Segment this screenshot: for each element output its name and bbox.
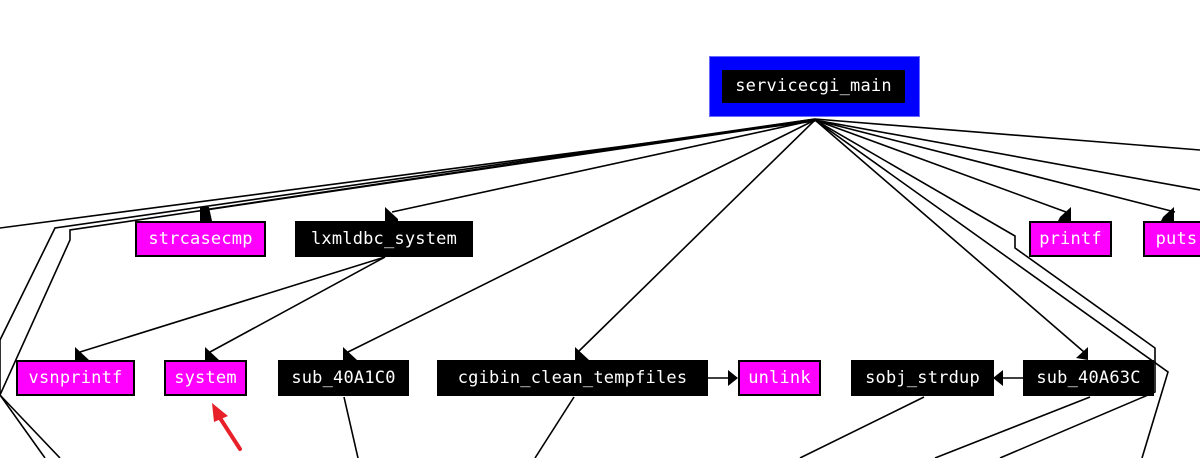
node-printf[interactable]: printf xyxy=(1029,221,1112,257)
node-cgibin_clean_tempfiles[interactable]: cgibin_clean_tempfiles xyxy=(437,360,708,396)
arrowhead-unlink xyxy=(728,370,738,386)
node-label: servicecgi_main xyxy=(735,76,892,96)
node-label: system xyxy=(174,367,237,388)
node-vsnprintf[interactable]: vsnprintf xyxy=(16,360,135,396)
arrowheads-layer xyxy=(75,207,1174,386)
node-label: sobj_strdup xyxy=(865,367,980,388)
edge-root-to-cgibin_clean_tempfiles xyxy=(577,119,816,353)
arrowhead-sobj_strdup xyxy=(993,370,1003,386)
node-label: lxmldbc_system xyxy=(310,228,458,249)
edge-left-down-2 xyxy=(0,394,61,458)
annotation-arrow-head xyxy=(212,403,228,422)
edge-sobj_strdup-down xyxy=(799,396,925,458)
edge-root-long-left-1 xyxy=(0,118,816,341)
edge-root-to-puts xyxy=(814,119,1176,213)
edge-root-to-printf xyxy=(814,119,1067,213)
node-label: sub_40A1C0 xyxy=(291,367,396,388)
node-servicecgi_main[interactable]: servicecgi_main xyxy=(722,70,905,103)
arrowhead-vsnprintf xyxy=(75,347,89,360)
arrowhead-sub_40A63C xyxy=(1076,347,1088,360)
edge-root-right-route-2 xyxy=(814,119,1169,458)
arrowhead-lxmldbc_system xyxy=(385,207,398,221)
node-puts[interactable]: puts xyxy=(1143,221,1200,257)
node-label: strcasecmp xyxy=(148,228,253,249)
edge-root-to-sub_40A1C0 xyxy=(347,119,816,353)
edge-root-offscreen-right-1 xyxy=(814,118,1200,151)
arrowhead-sub_40A1C0 xyxy=(343,347,357,360)
arrowhead-cgibin_clean_tempfiles xyxy=(575,347,589,360)
edge-root-to-lxmldbc_system xyxy=(391,119,816,213)
arrowhead-system xyxy=(205,347,219,360)
arrowhead-strcasecmp xyxy=(200,207,212,221)
edge-sub_40A1C0-down xyxy=(343,396,359,458)
node-label: cgibin_clean_tempfiles xyxy=(457,367,688,388)
edge-lxmldbc_system-to-vsnprintf xyxy=(79,256,386,353)
node-label: vsnprintf xyxy=(28,367,123,388)
node-label: sub_40A63C xyxy=(1036,367,1141,388)
annotation-arrow-shaft xyxy=(218,416,242,451)
node-unlink[interactable]: unlink xyxy=(738,360,821,396)
edge-root-to-sub_40A63C xyxy=(814,119,1085,353)
node-label: puts xyxy=(1155,228,1198,249)
node-lxmldbc_system[interactable]: lxmldbc_system xyxy=(295,221,473,257)
edge-lxmldbc_system-to-system xyxy=(209,256,386,353)
node-system[interactable]: system xyxy=(164,360,247,396)
node-strcasecmp[interactable]: strcasecmp xyxy=(135,221,266,257)
arrowhead-puts xyxy=(1161,207,1174,221)
edge-sub_40A63C-down xyxy=(934,396,1091,458)
edge-cgibin_clean_tempfiles-down xyxy=(534,396,575,458)
node-sub_40A1C0[interactable]: sub_40A1C0 xyxy=(278,360,409,396)
node-label: printf xyxy=(1039,228,1102,249)
edge-root-long-left-3 xyxy=(0,120,816,229)
edge-root-long-left-2 xyxy=(0,119,816,396)
edge-root-right-route-1 xyxy=(814,119,1156,458)
edges-layer xyxy=(0,118,1200,458)
node-sub_40A63C[interactable]: sub_40A63C xyxy=(1023,360,1154,396)
node-label: unlink xyxy=(748,367,811,388)
node-sobj_strdup[interactable]: sobj_strdup xyxy=(851,360,994,396)
annotation-arrow xyxy=(212,403,242,451)
arrowhead-printf xyxy=(1058,207,1071,221)
edge-root-offscreen-right-2 xyxy=(814,119,1200,191)
edge-left-down-1 xyxy=(0,340,46,458)
